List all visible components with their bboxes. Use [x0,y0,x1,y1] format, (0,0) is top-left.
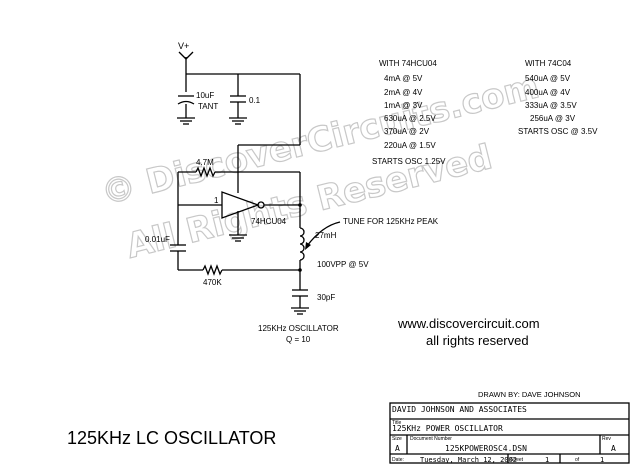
website-rights: all rights reserved [426,333,529,348]
notes-74hcu04: WITH 74HCU04 4mA @ 5V 2mA @ 4V 1mA @ 3V … [372,59,446,166]
supply-vplus: V+ [178,41,194,92]
vpp-note: 100VPP @ 5V [317,260,369,269]
inverter-74hcu04: 1 74HCU04 [214,191,300,242]
capacitor-10uf-tant: 10uF TANT [177,91,218,125]
sheet-value: 1 [545,456,549,464]
cap-tant-value: 10uF [196,91,214,100]
notes-left-row: 220uA @ 1.5V [384,141,436,150]
rev-value: A [611,444,616,453]
cap-tank-label: 30pF [317,293,335,302]
notes-left-row: 370uA @ 2V [384,127,430,136]
page-title: 125KHz LC OSCILLATOR [67,428,276,448]
capacitor-30pf: 30pF [291,289,335,315]
title-block-title: 125KHz POWER OSCILLATOR [392,424,503,433]
cap-input-label: 0.01uF [145,235,170,244]
notes-left-row: 4mA @ 5V [384,74,423,83]
cap-tant-type: TANT [198,102,218,111]
notes-right-row: 540uA @ 5V [525,74,571,83]
capacitor-0-1: 0.1 [229,95,261,125]
sheet-label: Sheet [510,457,524,463]
res-input-label: 470K [203,278,222,287]
date-label: Date: [392,457,404,463]
of-label: of [575,457,580,463]
title-block-company: DAVID JOHNSON AND ASSOCIATES [392,405,527,414]
docnum-value: 125KPOWEROSC4.DSN [445,444,527,453]
tune-arrow: TUNE FOR 125KHz PEAK [305,217,439,250]
drawn-by: DRAWN BY: DAVE JOHNSON [478,390,581,399]
inverter-pin-label: 1 [214,196,219,205]
size-value: A [395,444,400,453]
title-label: Title [392,420,401,426]
notes-74c04: WITH 74C04 540uA @ 5V 400uA @ 4V 333uA @… [518,59,598,136]
capacitor-0-01uf: 0.01uF [145,235,186,270]
notes-left-row: 1mA @ 3V [384,101,423,110]
tune-note: TUNE FOR 125KHz PEAK [343,217,439,226]
notes-right-row: 400uA @ 4V [525,88,571,97]
notes-right-header: WITH 74C04 [525,59,572,68]
resistor-470k: 470K [178,264,302,287]
res-feedback-label: 4.7M [196,158,214,167]
notes-right-footer: STARTS OSC @ 3.5V [518,127,598,136]
resistor-4-7m: 4.7M [178,158,300,178]
notes-right-row: 333uA @ 3.5V [525,101,577,110]
caption-line-1: 125KHz OSCILLATOR [258,324,339,333]
inductor-27mh: 27mH [299,227,337,290]
rev-label: Rev [602,436,611,442]
cap-bypass-value: 0.1 [249,96,261,105]
title-block: DAVID JOHNSON AND ASSOCIATES Title 125KH… [389,402,630,464]
supply-label: V+ [178,41,189,51]
notes-left-footer: STARTS OSC 1.25V [372,157,446,166]
notes-left-row: 2mA @ 4V [384,88,423,97]
docnum-label: Document Number [410,436,452,442]
website-url: www.discovercircuit.com [397,316,540,331]
notes-left-header: WITH 74HCU04 [379,59,437,68]
notes-right-row: 256uA @ 3V [530,114,576,123]
notes-left-row: 630uA @ 2.5V [384,114,436,123]
size-label: Size [392,436,402,442]
inductor-label: 27mH [315,231,337,240]
inverter-part-label: 74HCU04 [251,217,287,226]
of-value: 1 [600,456,604,464]
caption-line-2: Q = 10 [286,335,311,344]
date-value: Tuesday, March 12, 2002 [420,456,517,464]
